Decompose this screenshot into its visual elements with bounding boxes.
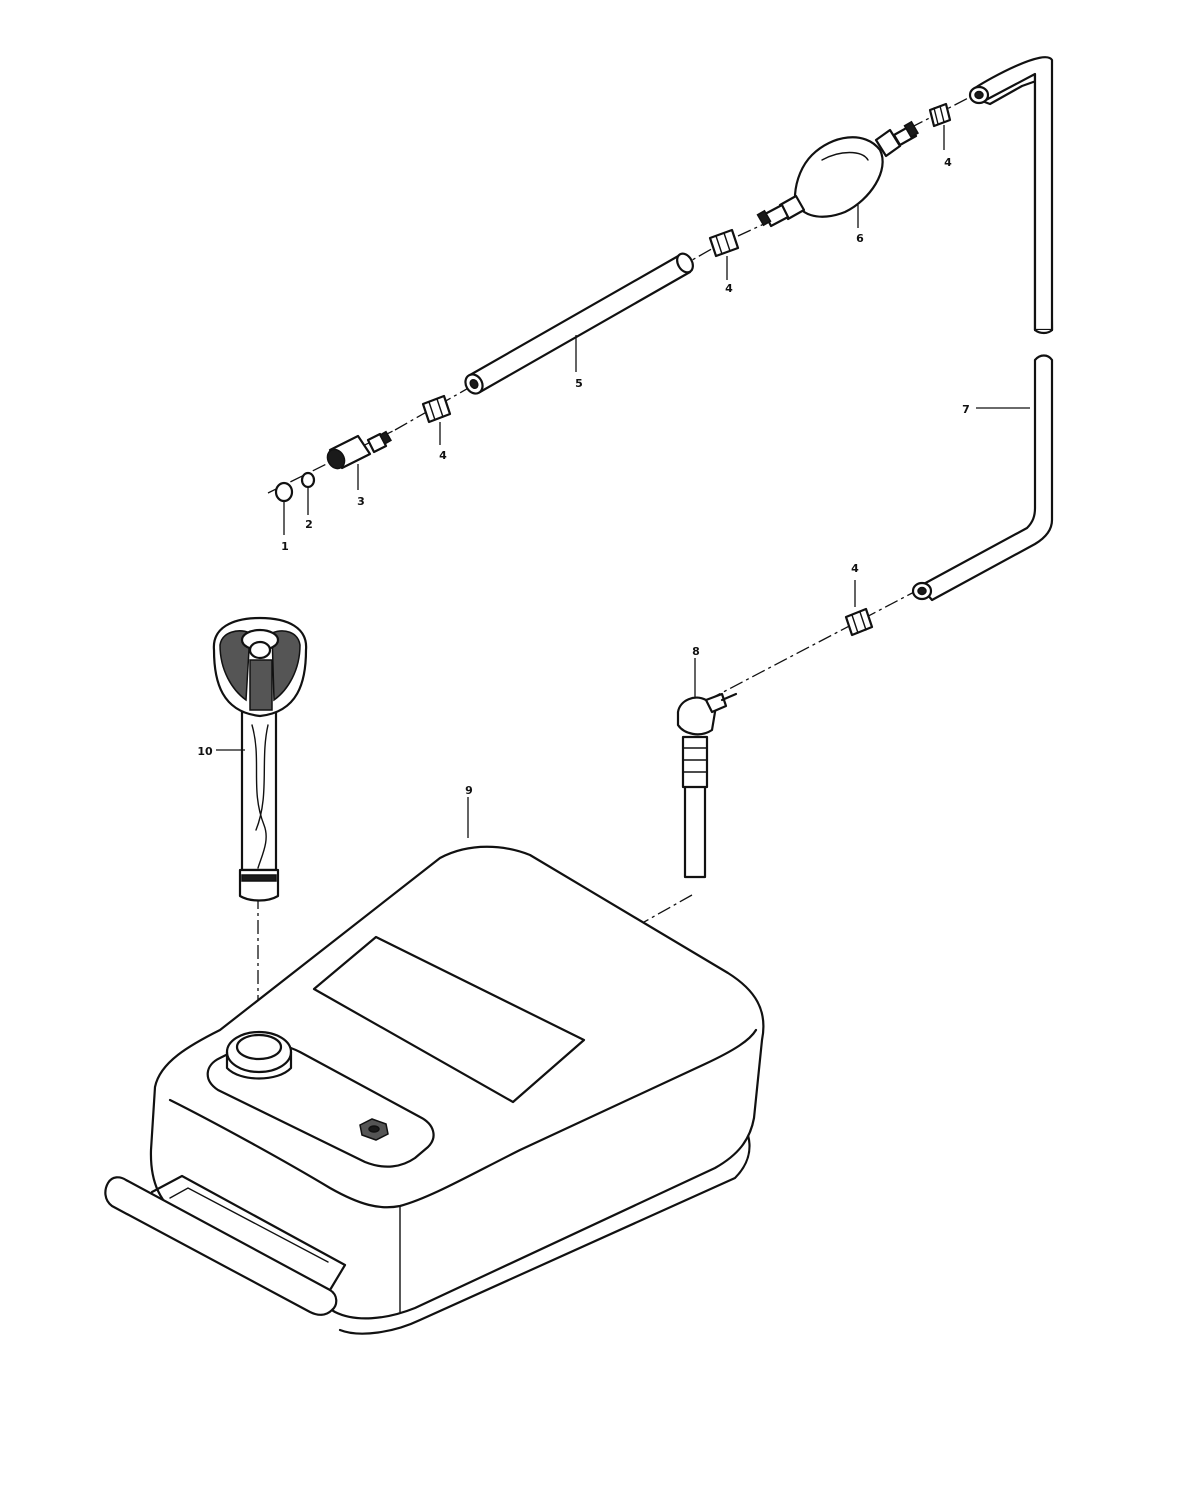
callout-9: 9 (465, 784, 473, 797)
pickup-fitting (676, 692, 738, 879)
clamp-1 (928, 102, 952, 128)
callout-5: 5 (575, 377, 583, 390)
o-ring (274, 481, 294, 503)
clamp-4 (844, 607, 874, 637)
connector (326, 430, 392, 470)
callout-3: 3 (357, 495, 365, 508)
callout-10: 10 (197, 745, 213, 758)
callout-4a: 4 (439, 449, 447, 462)
callout-7: 7 (962, 403, 970, 416)
primer-bulb (756, 120, 919, 228)
clamp-3 (421, 394, 452, 424)
callout-4c: 4 (944, 156, 952, 169)
fuel-tank (104, 845, 765, 1335)
callout-2: 2 (305, 518, 313, 531)
callout-6: 6 (856, 232, 864, 245)
fuel-gauge (212, 616, 308, 902)
callout-4d: 4 (851, 562, 859, 575)
callout-labels: 1 2 3 4 4 4 4 5 6 7 8 9 10 (197, 156, 969, 797)
callout-4b: 4 (725, 282, 733, 295)
clamp-2 (708, 228, 740, 258)
fuel-line-7 (911, 56, 1054, 602)
leader-lines (216, 125, 1030, 838)
fuel-line-5 (464, 252, 694, 395)
washer (300, 471, 316, 489)
callout-8: 8 (692, 645, 700, 658)
callout-1: 1 (281, 540, 289, 553)
